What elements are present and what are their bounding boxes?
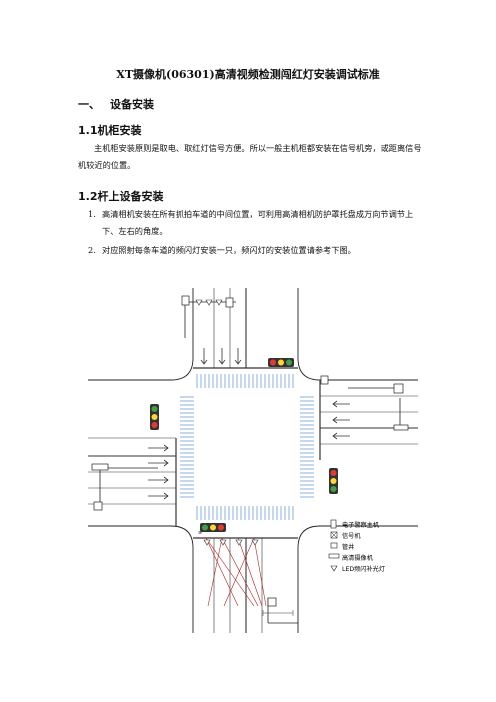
cabinet-boxes	[91, 295, 409, 607]
subsection-heading-1-1: 1.1机柜安装	[78, 124, 142, 137]
crosswalk-north	[196, 374, 296, 388]
list-text: 高清相机安装在所有抓拍车道的中间位置，可利用高清相机防护罩托盘成万向节调节上下、…	[102, 209, 414, 236]
traffic-light-south	[200, 523, 226, 532]
legend-label: LED频闪补光灯	[342, 565, 385, 573]
legend: 电子警察主机 信号机 管井 高清摄像机 LED频闪补光灯	[328, 519, 385, 573]
crosswalk-south	[196, 506, 296, 520]
traffic-light-east	[329, 468, 338, 494]
led-flash-light-icon	[330, 565, 338, 572]
manhole-icon	[330, 542, 338, 549]
manhole-icon	[320, 375, 329, 385]
manhole-icon	[267, 597, 277, 607]
cabinet-install-paragraph: 主机柜安装原则是取电、取红灯信号方便。所以一般主机柜都安装在信号机旁，或距离信号…	[78, 143, 422, 170]
legend-label: 信号机	[342, 532, 361, 540]
legend-label: 管井	[342, 543, 354, 551]
poles-and-arms	[99, 301, 401, 624]
hd-camera-icon	[91, 463, 109, 471]
signal-machine-icon	[393, 383, 404, 394]
electronic-police-host-icon	[330, 519, 337, 529]
list-number: 2.	[88, 245, 96, 255]
section-heading-1: 一、设备安装	[78, 96, 154, 112]
list-number: 1.	[88, 209, 96, 219]
manhole-icon	[93, 501, 103, 511]
crosswalk-east	[300, 396, 314, 500]
hd-camera-icon	[225, 297, 234, 308]
dimension-marks	[262, 610, 294, 616]
traffic-light-west	[150, 404, 159, 430]
legend-label: 高清摄像机	[342, 554, 374, 562]
hd-camera-icon	[393, 424, 409, 431]
section-title: 设备安装	[110, 98, 154, 111]
crosswalks	[180, 374, 314, 520]
traffic-lights	[150, 358, 338, 532]
road-edges	[88, 288, 418, 633]
list-item: 2. 对应照射每条车道的频闪灯安装一只，频闪灯的安装位置请参考下图。	[78, 242, 422, 259]
intersection-diagram: ≥ 电子警察主机 信号机 管井 高清摄像机 LED频闪补光灯	[88, 288, 418, 633]
list-text: 对应照射每条车道的频闪灯安装一只，频闪灯的安装位置请参考下图。	[102, 245, 356, 255]
subsection-heading-1-2: 1.2杆上设备安装	[78, 190, 164, 203]
legend-label: 电子警察主机	[342, 521, 380, 529]
section-number: 一、	[78, 98, 100, 111]
hd-camera-icon	[328, 553, 340, 559]
lane-arrows	[148, 348, 350, 500]
electronic-police-host-icon	[181, 295, 190, 306]
flash-lights-south	[203, 539, 259, 546]
flash-lights-north	[195, 299, 223, 306]
crosswalk-west	[180, 396, 194, 500]
dimension-label: ≥	[198, 530, 202, 536]
camera-sightlines	[205, 537, 267, 607]
traffic-light-north	[268, 358, 294, 367]
list-item: 1. 高清相机安装在所有抓拍车道的中间位置，可利用高清相机防护罩托盘成万向节调节…	[78, 206, 422, 240]
page-title: XT摄像机(06301)高清视频检测闯红灯安装调试标准	[116, 68, 380, 81]
